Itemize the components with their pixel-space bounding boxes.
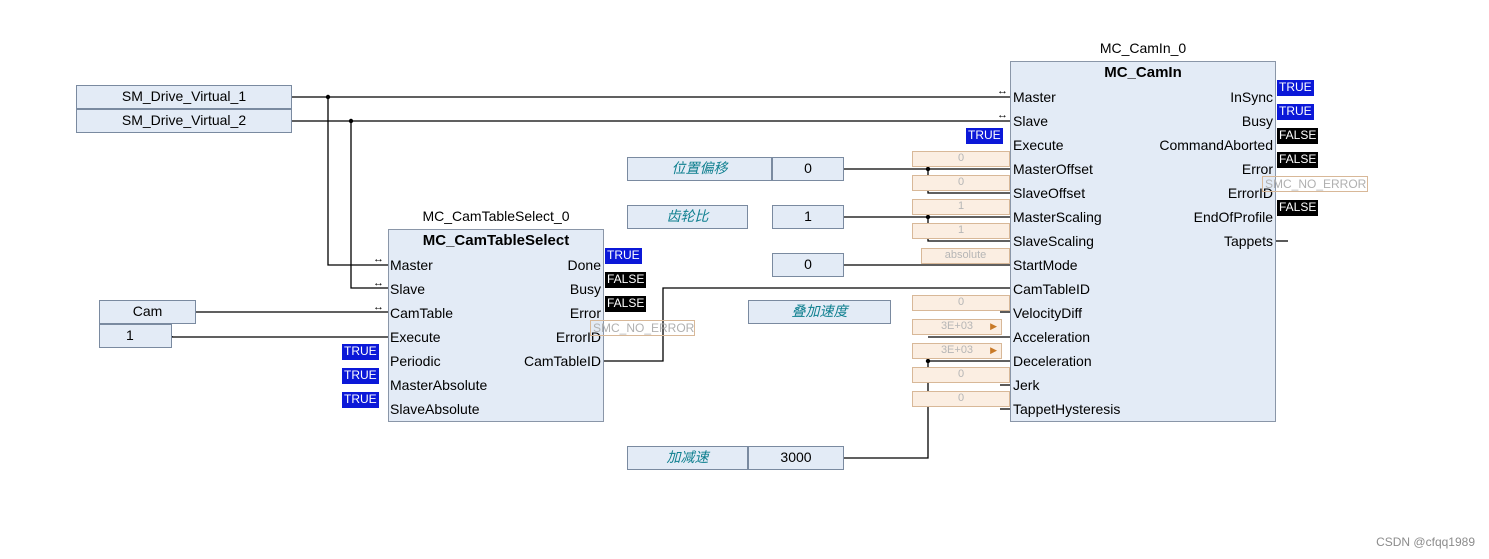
label-gear-ratio: 齿轮比 bbox=[627, 205, 748, 229]
camin-type: MC_CamIn bbox=[1104, 64, 1182, 81]
camin-execute-value[interactable]: TRUE bbox=[966, 128, 1003, 144]
camin-pin-slave: Slave bbox=[1013, 113, 1049, 129]
cts-pin-camtable: CamTable bbox=[390, 305, 454, 321]
cts-periodic-value[interactable]: TRUE bbox=[342, 344, 379, 360]
cts-pin-periodic: Periodic bbox=[390, 353, 441, 369]
camin-slavescaling-value[interactable]: 1 bbox=[912, 223, 1010, 239]
camin-pin-errorid: ErrorID bbox=[1227, 185, 1273, 201]
input-sm-drive-virtual-2[interactable]: SM_Drive_Virtual_2 bbox=[76, 109, 292, 133]
camin-pin-deceleration: Deceleration bbox=[1013, 353, 1092, 369]
cts-pin-errorid: ErrorID bbox=[555, 329, 601, 345]
watermark: CSDN @cfqq1989 bbox=[1376, 535, 1475, 549]
cts-busy-value: FALSE bbox=[605, 272, 647, 288]
cts-done-value: TRUE bbox=[605, 248, 642, 264]
camin-busy-value: TRUE bbox=[1277, 104, 1314, 120]
camin-acceleration-value: 3E+03 bbox=[940, 320, 974, 332]
cts-pin-master: Master bbox=[390, 257, 433, 273]
camtableselect-block[interactable]: MC_CamTableSelect bbox=[388, 229, 604, 422]
camin-tappethysteresis-value[interactable]: 0 bbox=[912, 391, 1010, 407]
camin-pin-masterscaling: MasterScaling bbox=[1013, 209, 1102, 225]
camin-commandaborted-value: FALSE bbox=[1277, 128, 1319, 144]
cts-pin-camtableid: CamTableID bbox=[523, 353, 601, 369]
camin-insync-value: TRUE bbox=[1277, 80, 1314, 96]
camin-velocitydiff-value[interactable]: 0 bbox=[912, 295, 1010, 311]
camtableselect-type: MC_CamTableSelect bbox=[422, 232, 570, 249]
camin-pin-busy: Busy bbox=[1241, 113, 1273, 129]
cts-masterabsolute-value[interactable]: TRUE bbox=[342, 368, 379, 384]
cts-error-value: FALSE bbox=[605, 296, 647, 312]
camin-deceleration-value: 3E+03 bbox=[940, 344, 974, 356]
gear-ratio-value[interactable]: 1 bbox=[772, 205, 844, 229]
label-position-offset: 位置偏移 bbox=[627, 157, 772, 181]
position-offset-value[interactable]: 0 bbox=[772, 157, 844, 181]
bidirectional-arrow-icon: ↔ bbox=[373, 301, 384, 313]
input-sm-drive-virtual-1[interactable]: SM_Drive_Virtual_1 bbox=[76, 85, 292, 109]
start-mode-value[interactable]: 0 bbox=[772, 253, 844, 277]
cts-pin-slaveabsolute: SlaveAbsolute bbox=[390, 401, 480, 417]
label-overlay-velocity: 叠加速度 bbox=[748, 300, 891, 324]
cts-pin-masterabsolute: MasterAbsolute bbox=[390, 377, 488, 393]
input-one[interactable]: 1 bbox=[99, 324, 172, 348]
camtableselect-instance-name: MC_CamTableSelect_0 bbox=[422, 208, 570, 224]
camin-block[interactable]: MC_CamIn bbox=[1010, 61, 1276, 422]
camin-pin-commandaborted: CommandAborted bbox=[1159, 137, 1273, 153]
camin-jerk-value[interactable]: 0 bbox=[912, 367, 1010, 383]
camin-pin-insync: InSync bbox=[1230, 89, 1273, 105]
camin-pin-endofprofile: EndOfProfile bbox=[1193, 209, 1273, 225]
label-acceleration: 加减速 bbox=[627, 446, 748, 470]
camin-pin-error: Error bbox=[1241, 161, 1273, 177]
bidirectional-arrow-icon: ↔ bbox=[373, 277, 384, 289]
camin-slaveoffset-value[interactable]: 0 bbox=[912, 175, 1010, 191]
play-arrow-icon: ▶ bbox=[990, 345, 997, 355]
camin-acceleration-field[interactable]: 3E+03 ▶ bbox=[912, 319, 1002, 335]
camin-pin-slaveoffset: SlaveOffset bbox=[1013, 185, 1086, 201]
play-arrow-icon: ▶ bbox=[990, 321, 997, 331]
camin-pin-tappets: Tappets bbox=[1223, 233, 1273, 249]
camin-pin-masteroffset: MasterOffset bbox=[1013, 161, 1093, 177]
cts-errorid-value: SMC_NO_ERROR bbox=[590, 320, 695, 336]
camin-endofprofile-value: FALSE bbox=[1277, 200, 1319, 216]
cts-pin-slave: Slave bbox=[390, 281, 426, 297]
camin-pin-tappethysteresis: TappetHysteresis bbox=[1013, 401, 1121, 417]
cts-pin-busy: Busy bbox=[569, 281, 601, 297]
camin-pin-acceleration: Acceleration bbox=[1013, 329, 1091, 345]
camin-pin-jerk: Jerk bbox=[1013, 377, 1040, 393]
camin-masterscaling-value[interactable]: 1 bbox=[912, 199, 1010, 215]
camin-startmode-value[interactable]: absolute bbox=[921, 248, 1010, 264]
camin-masteroffset-value[interactable]: 0 bbox=[912, 151, 1010, 167]
camin-pin-slavescaling: SlaveScaling bbox=[1013, 233, 1094, 249]
camin-error-value: FALSE bbox=[1277, 152, 1319, 168]
camin-pin-velocitydiff: VelocityDiff bbox=[1013, 305, 1082, 321]
camin-instance-name: MC_CamIn_0 bbox=[1099, 40, 1187, 56]
bidirectional-arrow-icon: ↔ bbox=[373, 253, 384, 265]
camin-pin-camtableid: CamTableID bbox=[1013, 281, 1091, 297]
camin-pin-startmode: StartMode bbox=[1013, 257, 1078, 273]
cts-pin-execute: Execute bbox=[390, 329, 441, 345]
camin-pin-execute: Execute bbox=[1013, 137, 1064, 153]
camin-deceleration-field[interactable]: 3E+03 ▶ bbox=[912, 343, 1002, 359]
bidirectional-arrow-icon: ↔ bbox=[997, 109, 1008, 121]
camin-pin-master: Master bbox=[1013, 89, 1056, 105]
camin-errorid-value: SMC_NO_ERROR bbox=[1262, 176, 1368, 192]
cts-slaveabsolute-value[interactable]: TRUE bbox=[342, 392, 379, 408]
cts-pin-error: Error bbox=[569, 305, 601, 321]
input-cam[interactable]: Cam bbox=[99, 300, 196, 324]
cts-pin-done: Done bbox=[567, 257, 601, 273]
bidirectional-arrow-icon: ↔ bbox=[997, 85, 1008, 97]
acceleration-value[interactable]: 3000 bbox=[748, 446, 844, 470]
